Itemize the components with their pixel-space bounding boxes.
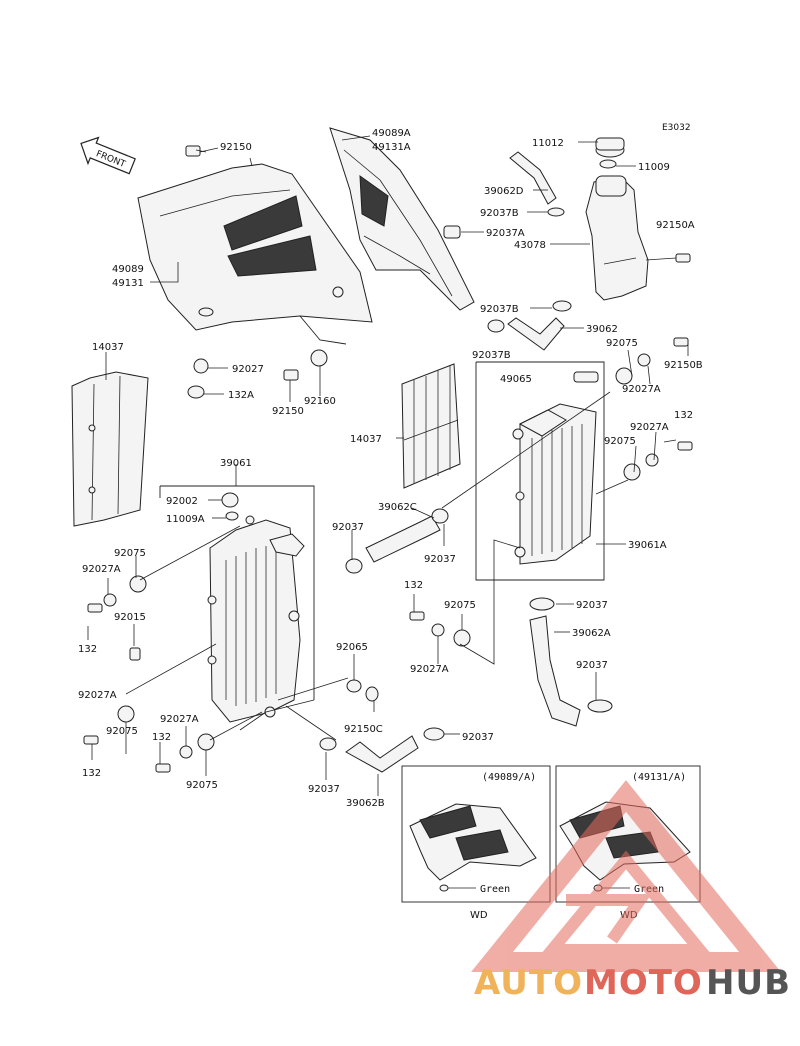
watermark-part1: AUTO: [474, 963, 583, 1003]
label-92037-b1: 92037: [308, 784, 340, 795]
label-49065: 49065: [500, 374, 532, 385]
clamp-92037b-lower: [552, 300, 572, 312]
label-92037-c1: 92037: [332, 522, 364, 533]
radiator-shroud-right: [329, 127, 475, 311]
hose-39062b: [345, 735, 419, 773]
label-92075-c: 92075: [444, 600, 476, 611]
label-92027a-l3: 92027A: [160, 714, 199, 725]
clamp-92037-r1: [529, 597, 555, 611]
radiator-right: [512, 403, 597, 565]
louver-center: [401, 363, 461, 489]
label-92150c: 92150C: [344, 724, 383, 735]
label-92160: 92160: [304, 396, 336, 407]
label-92075-r2: 92075: [604, 436, 636, 447]
label-11009: 11009: [638, 162, 670, 173]
fasteners-misc: [83, 253, 693, 773]
reservoir-tank: [585, 137, 649, 301]
clamp-92037a: [443, 225, 461, 239]
label-11009a: 11009A: [166, 514, 205, 525]
inset-49089a-title: (49089/A): [482, 772, 536, 783]
label-14037-c: 14037: [350, 434, 382, 445]
label-49089: 49089: [112, 264, 144, 275]
label-92037-c2: 92037: [424, 554, 456, 565]
label-92027a-l1: 92027A: [82, 564, 121, 575]
label-39062a: 39062A: [572, 628, 611, 639]
warning-triangle-icon: [471, 780, 781, 972]
label-39062d: 39062D: [484, 186, 524, 197]
label-132-r: 132: [674, 410, 693, 421]
clamp-92037-b2: [423, 727, 445, 741]
label-92037b-3: 92037B: [472, 350, 511, 361]
label-92037b-2: 92037B: [480, 304, 519, 315]
label-132-c: 132: [404, 580, 423, 591]
label-132a: 132A: [228, 390, 254, 401]
inset-49089a-footer: WD: [470, 910, 488, 921]
label-92027a-r2: 92027A: [630, 422, 669, 433]
watermark-logo: AUTO MOTO HUB: [471, 780, 791, 1003]
label-39062b: 39062B: [346, 798, 385, 809]
louver-left: [71, 371, 149, 527]
label-92037a: 92037A: [486, 228, 525, 239]
label-132-l1: 132: [78, 644, 97, 655]
inset-49089a-note: Green: [480, 884, 510, 895]
front-arrow-icon: FRONT: [80, 136, 136, 175]
label-92037-b2: 92037: [462, 732, 494, 743]
label-92037b-1: 92037B: [480, 208, 519, 219]
diagram-code: E3032: [662, 123, 691, 133]
label-92075-l1: 92075: [114, 548, 146, 559]
clamp-92037-c2: [431, 508, 449, 524]
label-92075-l3: 92075: [186, 780, 218, 791]
label-92037-r2: 92037: [576, 660, 608, 671]
label-92150a: 92150A: [656, 220, 695, 231]
radiator-left: [207, 492, 305, 723]
watermark-part2: MOTO: [584, 963, 703, 1003]
label-92075-r1: 92075: [606, 338, 638, 349]
label-39061: 39061: [220, 458, 252, 469]
clamp-92037-b1: [319, 737, 337, 751]
label-11012: 11012: [532, 138, 564, 149]
hose-39062: [507, 317, 565, 351]
label-92027a-c: 92027A: [410, 664, 449, 675]
watermark-part3: HUB: [706, 963, 791, 1003]
label-92037-r1: 92037: [576, 600, 608, 611]
label-92065: 92065: [336, 642, 368, 653]
label-132-l3: 132: [82, 768, 101, 779]
clamp-92037b-hose: [487, 319, 505, 333]
label-39062c: 39062C: [378, 502, 417, 513]
label-49089a: 49089A: [372, 128, 411, 139]
label-92027: 92027: [232, 364, 264, 375]
label-92150-top: 92150: [220, 142, 252, 153]
label-39061a: 39061A: [628, 540, 667, 551]
hose-39062c: [365, 515, 441, 563]
hose-39062a: [529, 615, 581, 727]
label-92075-l2: 92075: [106, 726, 138, 737]
label-92150b: 92150B: [664, 360, 703, 371]
clamp-92037-r2: [587, 699, 613, 713]
clamp-92037b-upper: [547, 207, 565, 217]
label-92027a-l2: 92027A: [78, 690, 117, 701]
inset-49131a-title: (49131/A): [632, 772, 686, 783]
clamp-92037-c1: [345, 558, 363, 574]
radiator-shroud-left: [137, 163, 373, 331]
leader-lines: [87, 135, 689, 796]
hose-39062d: [509, 151, 557, 205]
label-39062: 39062: [586, 324, 618, 335]
label-14037-l: 14037: [92, 342, 124, 353]
label-43078: 43078: [514, 240, 546, 251]
label-92015: 92015: [114, 612, 146, 623]
label-92150-mid: 92150: [272, 406, 304, 417]
label-49131a: 49131A: [372, 142, 411, 153]
part-labels: 92150 49089A 49131A 11012 11009 39062D 9…: [78, 128, 703, 809]
label-92027a-r1: 92027A: [622, 384, 661, 395]
label-92002: 92002: [166, 496, 198, 507]
fasteners-top-left: [185, 145, 328, 399]
inset-49089a: (49089/A) Green WD: [401, 765, 551, 921]
label-49131: 49131: [112, 278, 144, 289]
label-132-l2: 132: [152, 732, 171, 743]
grouping-brackets: [159, 315, 605, 731]
